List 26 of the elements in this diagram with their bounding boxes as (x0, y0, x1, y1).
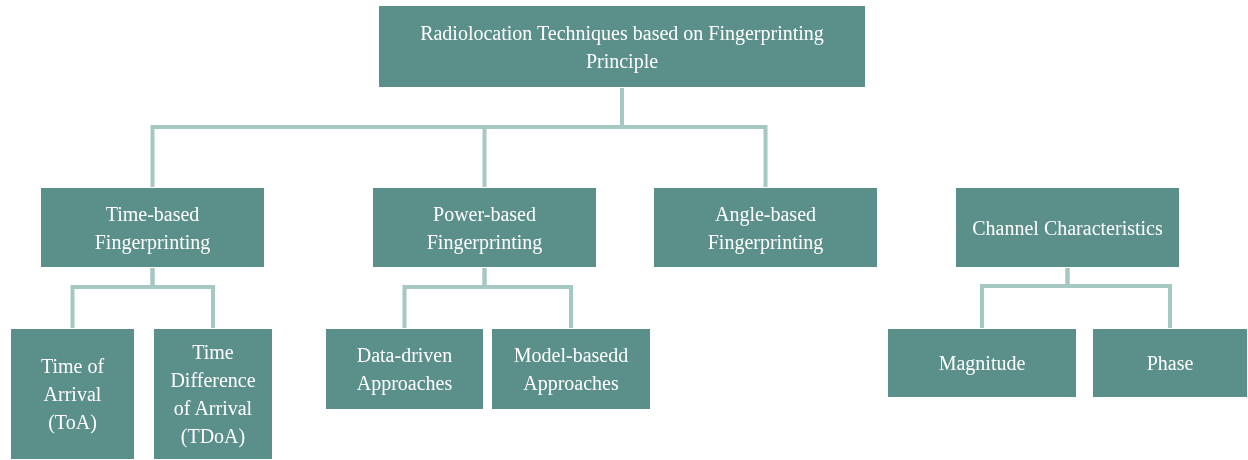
category-box (153, 328, 273, 460)
box-label: Data-driven Approaches (355, 343, 454, 397)
box-label: Radiolocation Techniques based on Fingerprinting Principle (419, 20, 825, 75)
box-label: Magnitude (937, 351, 1027, 377)
connector-line (620, 88, 768, 187)
category-box (1092, 328, 1248, 398)
category-box (653, 187, 878, 268)
category-box (955, 187, 1180, 268)
box-label: Model-basedd Approaches (512, 343, 630, 397)
box-label: Time Difference of Arrival (TDoA) (169, 340, 257, 450)
category-box (378, 5, 866, 88)
category-box (325, 328, 484, 410)
connector-line (150, 268, 215, 328)
connector-line (1065, 268, 1172, 328)
box-label: Channel Characteristics (971, 215, 1164, 241)
category-box (10, 328, 135, 460)
category-box (40, 187, 265, 268)
box-label: Phase (1145, 351, 1195, 376)
category-box (491, 328, 651, 410)
box-label: Power-based Fingerprinting (425, 201, 544, 256)
category-box (372, 187, 597, 268)
box-label: Angle-based Fingerprinting (706, 201, 825, 256)
category-box (887, 328, 1077, 398)
box-label: Time of Arrival (ToA) (39, 354, 106, 436)
box-label: Time-based Fingerprinting (93, 201, 212, 256)
connector-line (482, 268, 573, 328)
